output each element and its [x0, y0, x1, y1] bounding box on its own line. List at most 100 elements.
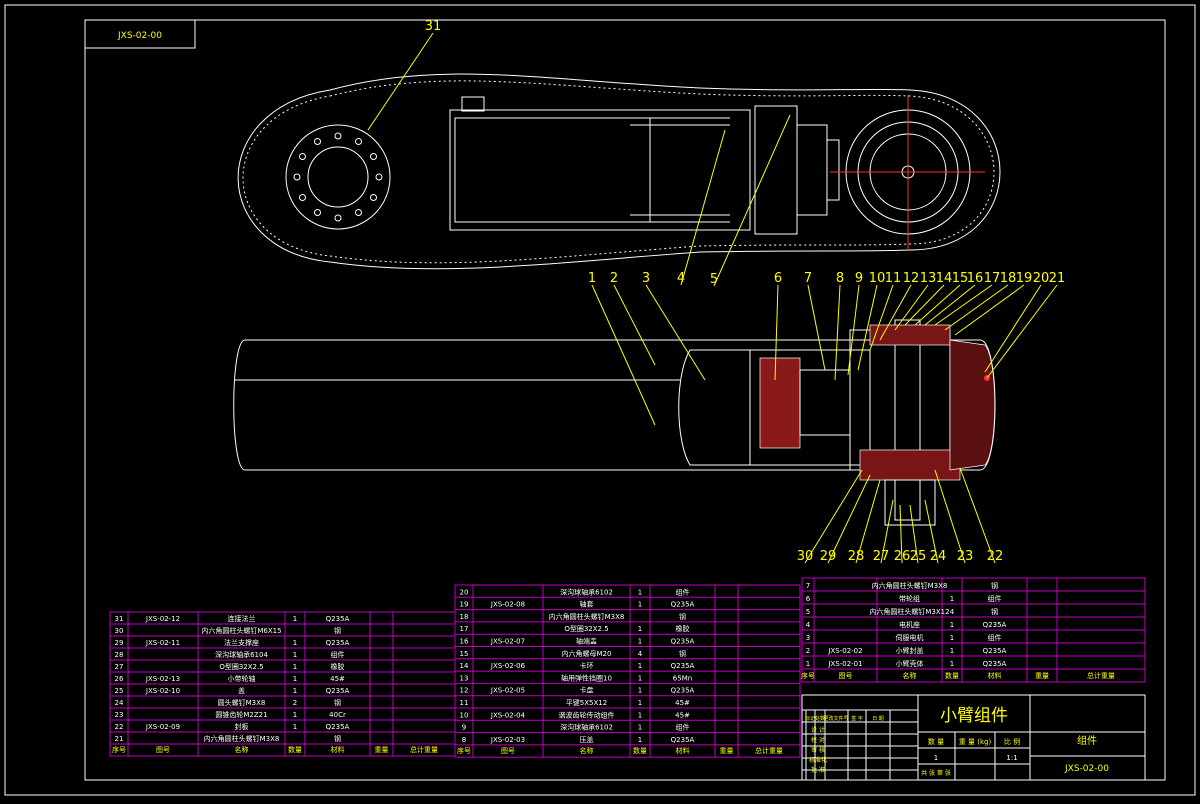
bom-cell: 1	[638, 711, 642, 719]
balloon-31: 31	[425, 19, 442, 34]
leader-line	[894, 284, 929, 331]
bom-cell: 圆锥齿轮M2Z21	[215, 710, 267, 719]
bom-cell: 1	[638, 724, 642, 732]
motor-body	[449, 109, 751, 231]
qty-value: 1	[934, 754, 938, 762]
leader-line	[909, 504, 919, 564]
bom-header-cell: 材料	[331, 745, 345, 754]
bom-header-cell: 材料	[676, 746, 690, 755]
bom-cell: 1	[638, 674, 642, 682]
bom-cell: 组件	[988, 633, 1002, 642]
balloon-28: 28	[848, 549, 865, 564]
bom-header-cell: 序号	[801, 671, 815, 680]
bom-cell: 小带轮轴	[228, 674, 256, 683]
balloon-18: 18	[1000, 271, 1017, 286]
bom-cell: 钢	[679, 612, 686, 621]
leader-line	[984, 284, 1042, 373]
bom-cell: 4	[638, 650, 643, 658]
bom-cell: 6	[806, 595, 811, 603]
bom-cell: 2	[293, 699, 297, 707]
bom-cell: 谐波齿轮传动组件	[559, 710, 615, 719]
bom-cell: 内六角圆柱头螺钉M6X15	[201, 626, 281, 635]
inner-frame	[84, 19, 1166, 781]
bom-cell: 31	[115, 615, 124, 623]
rev-col-label: 处数	[815, 715, 825, 722]
bom-cell: Q235A	[671, 662, 695, 670]
balloon-15: 15	[952, 271, 969, 286]
bom-cell: 小臂壳体	[896, 659, 924, 668]
bom-cell: 1	[293, 675, 297, 683]
balloon-29: 29	[820, 549, 837, 564]
bom-cell: 7	[806, 582, 810, 590]
weight-label: 重 量 (kg)	[959, 738, 992, 746]
bom-header-cell: 序号	[112, 745, 126, 754]
bom-header-cell: 图号	[156, 746, 170, 754]
balloon-7: 7	[804, 271, 812, 286]
bom-cell: 组件	[331, 650, 345, 659]
bom-header-cell: 重量	[1035, 672, 1049, 680]
bom-header-cell: 总计重量	[1087, 671, 1115, 680]
bom-cell: 圆头螺钉M3X8	[218, 698, 266, 707]
bom-cell: JXS-02-03	[490, 736, 525, 744]
bom-header-cell: 数量	[288, 745, 302, 754]
bom-cell: 4	[806, 621, 811, 629]
bom-cell: 钢	[679, 649, 686, 658]
bom-header-cell: 序号	[457, 746, 471, 755]
bom-header-cell: 图号	[839, 672, 853, 680]
bom-cell: Q235A	[983, 660, 1007, 668]
bom-cell: JXS-02-10	[145, 687, 180, 695]
bom-cell: Q235A	[326, 615, 350, 623]
section-view	[233, 319, 996, 526]
leader-line	[959, 467, 996, 564]
bom-cell: 轴用弹性挡圈10	[561, 673, 612, 682]
bom-cell: 法兰支撑座	[224, 638, 259, 647]
bom-cell: 1	[293, 639, 297, 647]
leader-line	[914, 284, 961, 326]
bom-cell: 1	[638, 736, 642, 744]
drawing-title: 小臂组件	[940, 706, 1008, 726]
bom-cell: JXS-02-04	[490, 711, 526, 719]
drawing-number: JXS-02-00	[1064, 764, 1109, 774]
leader-line	[680, 129, 726, 286]
bom-cell: 23	[115, 711, 124, 719]
bom-cell: JXS-02-13	[145, 675, 180, 683]
leader-line	[827, 474, 871, 564]
bom-cell: 11	[460, 699, 469, 707]
balloon-27: 27	[873, 549, 890, 564]
leader-line	[954, 284, 1025, 336]
bom-cell: 盖	[238, 686, 245, 695]
code-tag-box	[84, 19, 196, 49]
balloon-25: 25	[910, 549, 927, 564]
bom-cell: 40Cr	[329, 711, 346, 719]
bom-cell: 12	[460, 687, 469, 695]
bom-cell: 1	[638, 699, 642, 707]
bom-cell: 深沟球轴承6102	[560, 723, 613, 732]
leader-line	[899, 504, 903, 564]
leader-line	[879, 284, 912, 341]
bom-cell: 22	[115, 723, 124, 731]
balloon-19: 19	[1016, 271, 1033, 286]
qty-label: 数 量	[928, 737, 944, 746]
bom-cell: 内六角圆柱头螺钉M3X12	[869, 607, 949, 616]
balloon-9: 9	[855, 271, 863, 286]
bom-cell: 45#	[675, 711, 690, 719]
bom-cell: 45#	[675, 699, 690, 707]
leader-line	[944, 284, 1009, 331]
bom-cell: 组件	[988, 594, 1002, 603]
bom-cell: 橡胶	[331, 662, 345, 671]
leader-line	[934, 284, 993, 326]
